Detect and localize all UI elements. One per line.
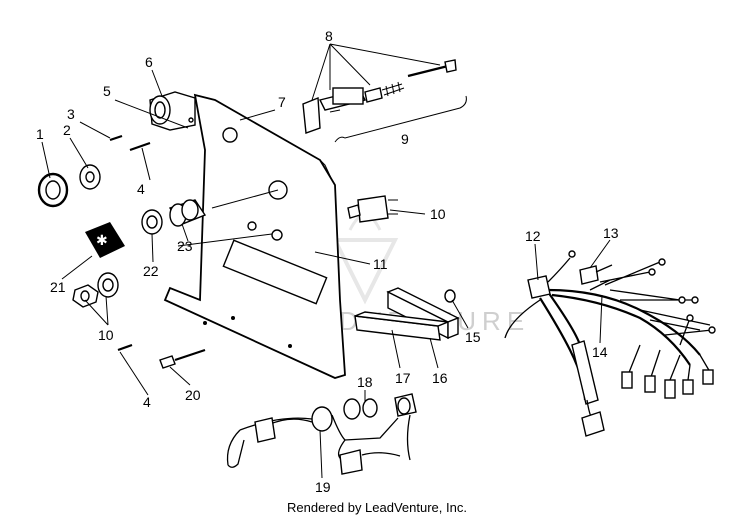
callout-21: 21 (50, 279, 66, 295)
callout-7: 7 (278, 94, 286, 110)
wiring-harness-14 (504, 258, 716, 437)
callout-18: 18 (357, 374, 373, 390)
callout-6: 6 (145, 54, 153, 70)
callout-22: 22 (143, 263, 159, 279)
washer-10 (97, 272, 119, 298)
callout-labels: 1 2 3 4 5 6 7 8 9 10 11 12 13 14 15 16 1… (36, 28, 619, 495)
screw-5 (188, 117, 194, 123)
callout-15: 15 (465, 329, 481, 345)
callout-8: 8 (325, 28, 333, 44)
screw-3 (109, 134, 123, 142)
screw-4-bottom (117, 343, 133, 352)
callout-10: 10 (430, 206, 446, 222)
callout-20: 20 (185, 387, 201, 403)
switch-knob (149, 91, 196, 131)
callout-17: 17 (395, 370, 411, 386)
callout-16: 16 (432, 370, 448, 386)
nut-1 (37, 172, 69, 208)
callout-10-left: 10 (98, 327, 114, 343)
callout-13: 13 (603, 225, 619, 241)
callout-1: 1 (36, 126, 44, 142)
callout-2: 2 (63, 122, 71, 138)
callout-4-bottom: 4 (143, 394, 151, 410)
lead-harness-19 (226, 406, 411, 475)
switch-assembly (302, 59, 457, 134)
svg-text:✱: ✱ (96, 232, 108, 248)
toggle-switch-10 (347, 195, 398, 223)
nut-10 (72, 284, 99, 308)
bolt-20 (159, 348, 206, 369)
connector-18 (343, 393, 417, 420)
leader-lines (41, 43, 611, 479)
callout-5: 5 (103, 83, 111, 99)
grommet-22 (141, 209, 163, 235)
bracket-9 (334, 95, 467, 143)
callout-3: 3 (67, 106, 75, 122)
callout-11: 11 (373, 256, 388, 272)
plug-21: ✱ (85, 222, 125, 258)
render-credit: Rendered by LeadVenture, Inc. (287, 500, 467, 515)
bracket-17 (354, 311, 449, 341)
callout-19: 19 (315, 479, 331, 495)
callout-12: 12 (525, 228, 541, 244)
callout-9: 9 (401, 131, 409, 147)
screw-4-top (129, 141, 151, 152)
socket-23 (168, 199, 207, 227)
callout-23: 23 (177, 238, 193, 254)
nut-15 (444, 289, 456, 303)
callout-14: 14 (592, 344, 608, 360)
washer-2 (79, 164, 101, 190)
connector-12 (527, 250, 576, 299)
callout-4: 4 (137, 181, 145, 197)
